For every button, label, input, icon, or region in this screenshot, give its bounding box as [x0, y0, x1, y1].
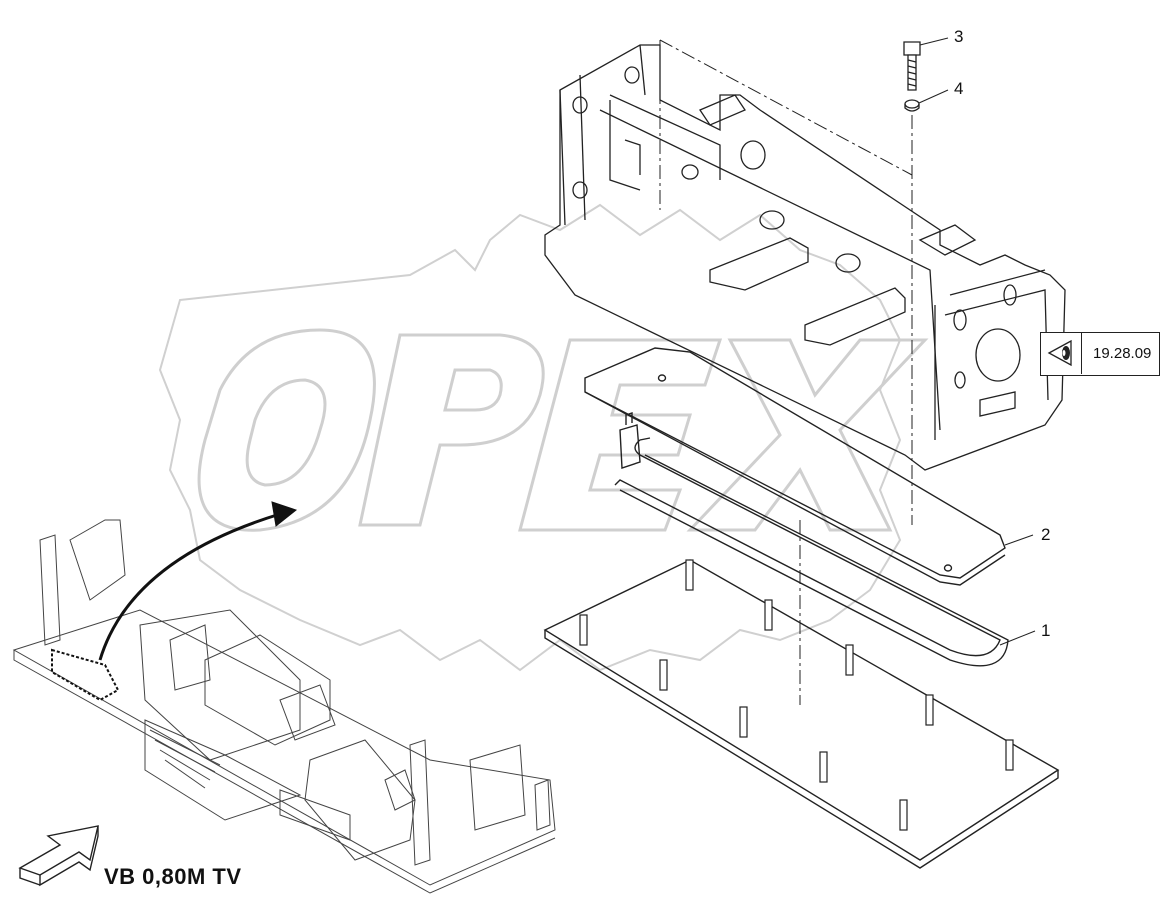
callout-washer: 4: [954, 79, 964, 98]
watermark-opex-letters: [197, 328, 929, 532]
view-eye-icon: [1041, 333, 1082, 374]
watermark-gear: [158, 203, 902, 672]
callout-gasket-loop: 1: [1041, 621, 1051, 640]
base-board-studs: [579, 559, 1014, 831]
direction-arrow-icon: [18, 825, 99, 887]
variant-label: VB 0,80M TV: [104, 864, 242, 889]
bolt: [903, 41, 921, 91]
callout-bolt: 3: [954, 27, 964, 46]
machine-overview: [12, 519, 556, 894]
reference-box[interactable]: 19.28.09: [1040, 332, 1160, 376]
location-arrow: [98, 501, 298, 661]
leader-lines: [918, 37, 1036, 646]
washer: [904, 99, 920, 112]
frame-housing: [544, 44, 1066, 471]
callout-cover-plate: 2: [1041, 525, 1051, 544]
base-board: [543, 559, 1060, 869]
cover-plate: [584, 347, 1006, 586]
assembly-lines: [659, 39, 913, 705]
machine-highlight-chain: [51, 648, 120, 702]
reference-page-number: 19.28.09: [1093, 345, 1152, 362]
